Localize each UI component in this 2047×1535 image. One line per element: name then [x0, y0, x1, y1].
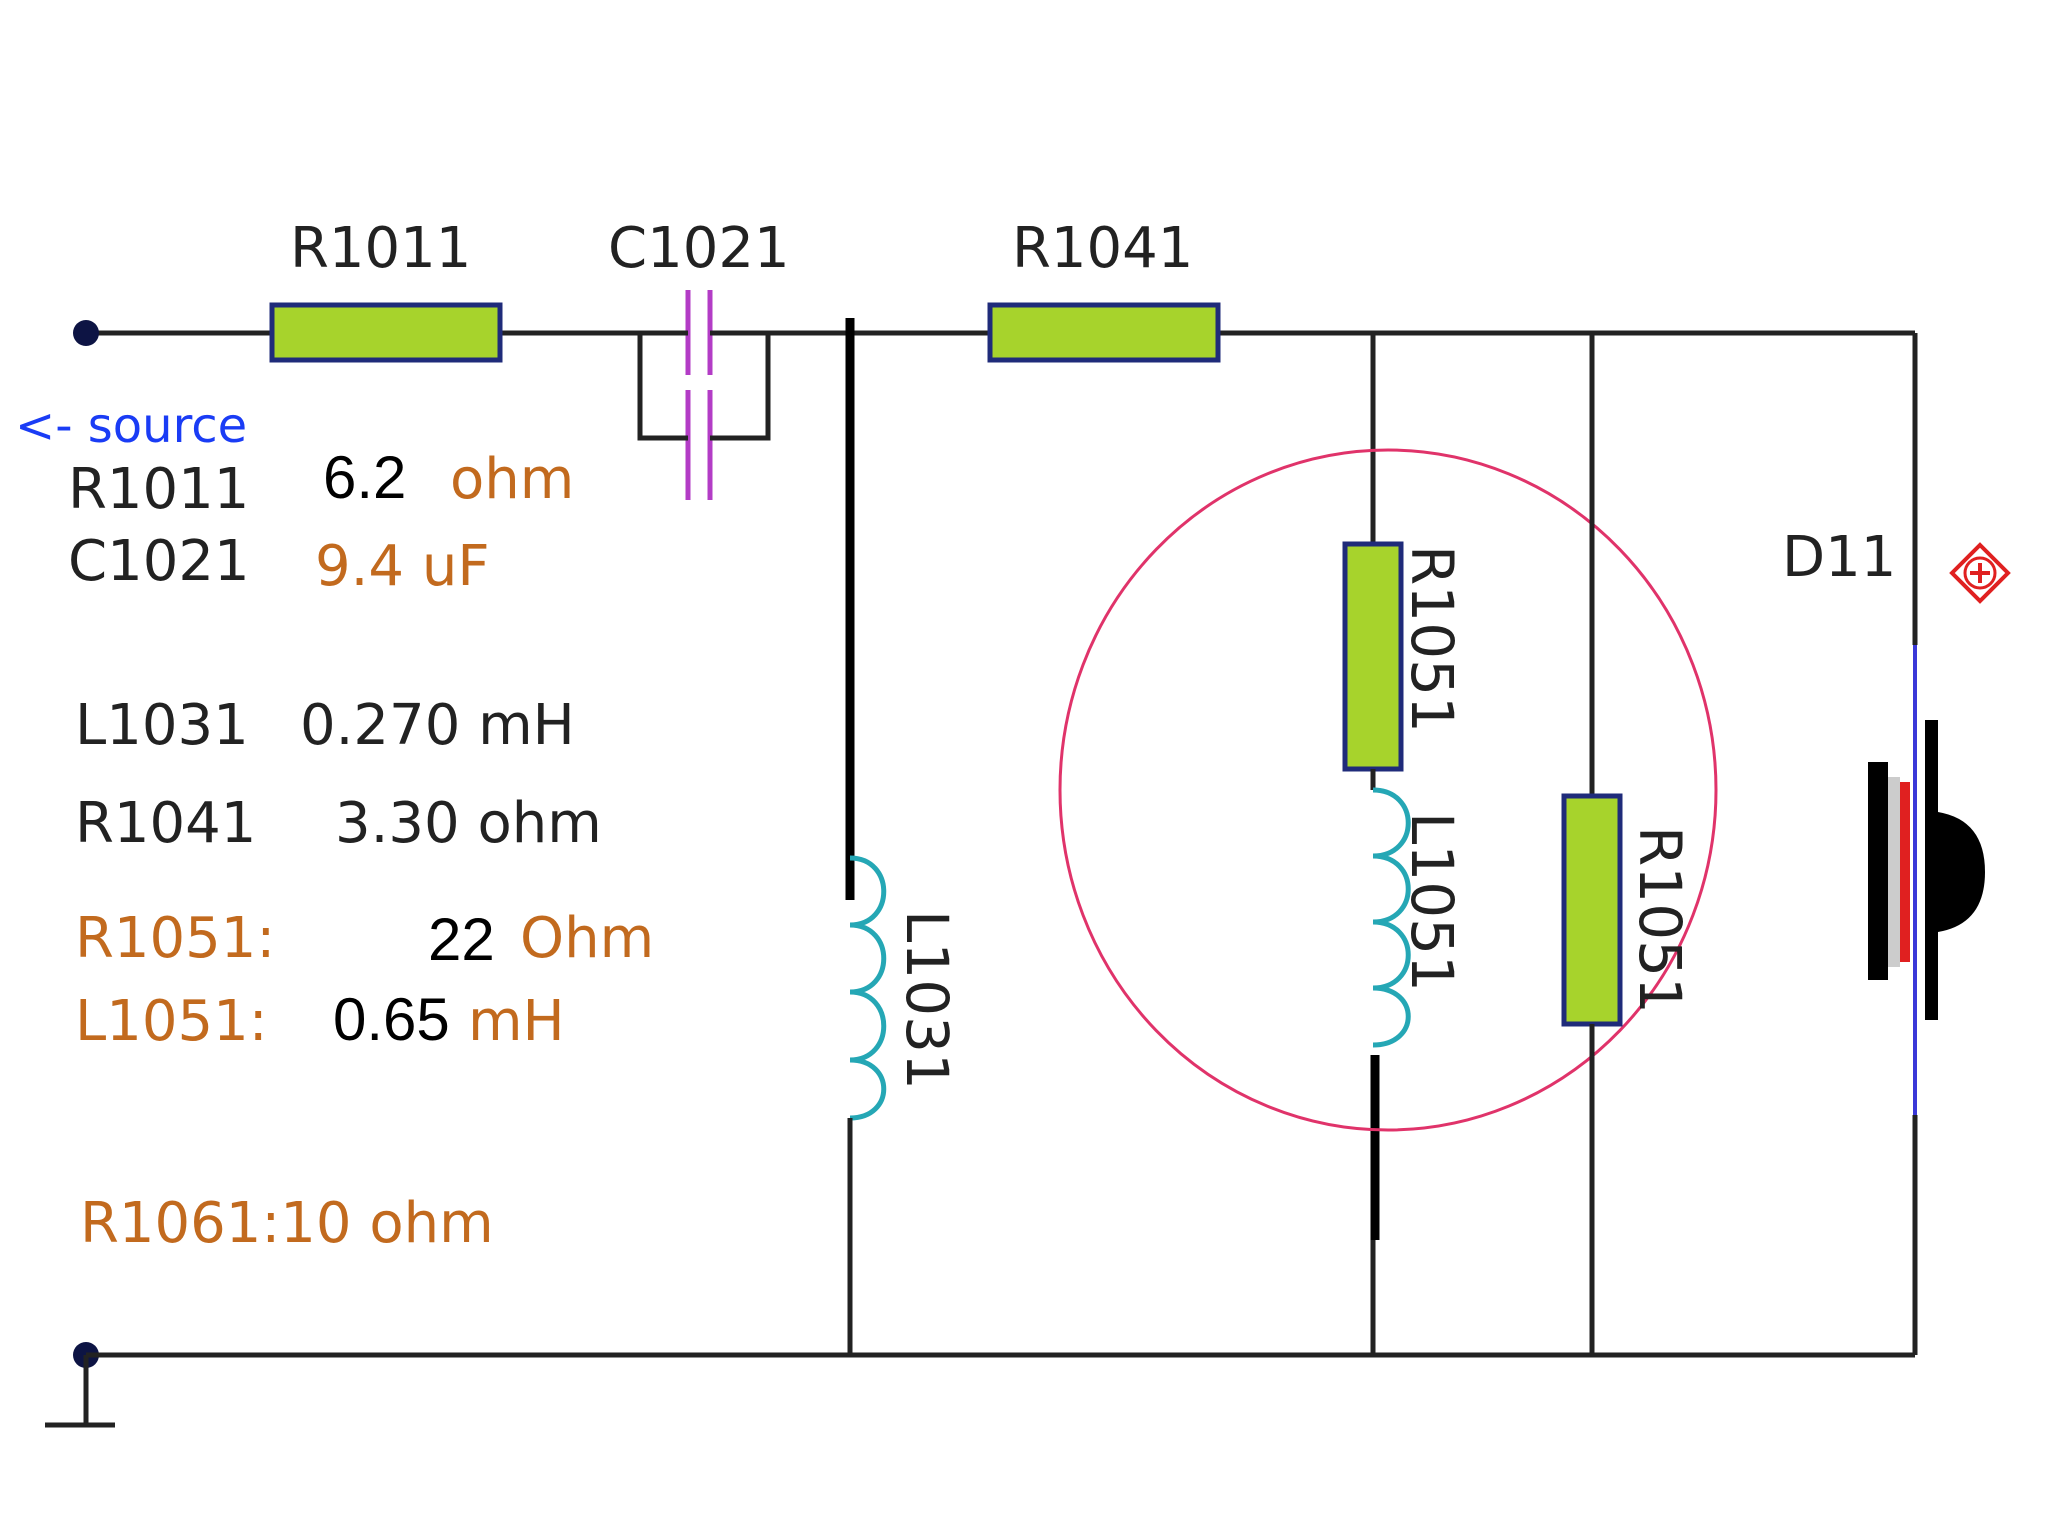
value-r1011-name: R1011 [68, 457, 249, 522]
label-l1031: L1031 [893, 910, 961, 1090]
inductor-l1051 [1372, 787, 1411, 1048]
value-r1041-value: 3.30 ohm [335, 791, 602, 856]
speaker-driver-icon [1868, 333, 1985, 1355]
value-r1011-num: 6.2 [323, 444, 406, 511]
label-l1051: L1051 [1398, 812, 1466, 992]
value-l1051-name: L1051: [75, 989, 268, 1054]
value-r1011-unit: ohm [450, 447, 574, 512]
value-r1051-name: R1051: [75, 906, 275, 971]
resistor-r1041 [987, 302, 1221, 363]
label-d11: D11 [1782, 525, 1896, 590]
value-r1061: R1061:10 ohm [80, 1191, 494, 1256]
resistor-r1011 [269, 302, 503, 363]
value-l1031-value: 0.270 mH [300, 693, 575, 758]
label-c1021: C1021 [608, 216, 790, 281]
r1051-shunt-branch [1561, 333, 1623, 1355]
label-r1051-series: R1051 [1398, 545, 1466, 733]
value-r1041-name: R1041 [75, 791, 256, 856]
value-l1051-unit: mH [468, 989, 565, 1054]
value-c1021-value: 9.4 uF [315, 534, 490, 599]
highlight-ellipse [1058, 448, 1718, 1132]
resistor-r1051-shunt [1561, 793, 1623, 1027]
value-c1021-name: C1021 [68, 529, 250, 594]
source-label: <- source [15, 398, 247, 454]
label-r1051-shunt: R1051 [1626, 826, 1694, 1014]
ground-icon [45, 1355, 115, 1428]
plus-in-diamond-icon [1949, 542, 2011, 604]
value-l1051-num: 0.65 [333, 986, 450, 1053]
source-terminal-top [73, 320, 99, 346]
rl-series-branch [1342, 333, 1411, 1355]
value-l1031-name: L1031 [75, 693, 249, 758]
label-r1011: R1011 [290, 216, 471, 281]
value-r1051-unit: Ohm [520, 906, 654, 971]
inductor-l1031-branch [845, 318, 887, 1355]
resistor-r1051-series [1342, 541, 1404, 772]
capacitor-c1021 [637, 290, 771, 500]
value-r1051-num: 22 [428, 906, 495, 973]
label-r1041: R1041 [1012, 216, 1193, 281]
